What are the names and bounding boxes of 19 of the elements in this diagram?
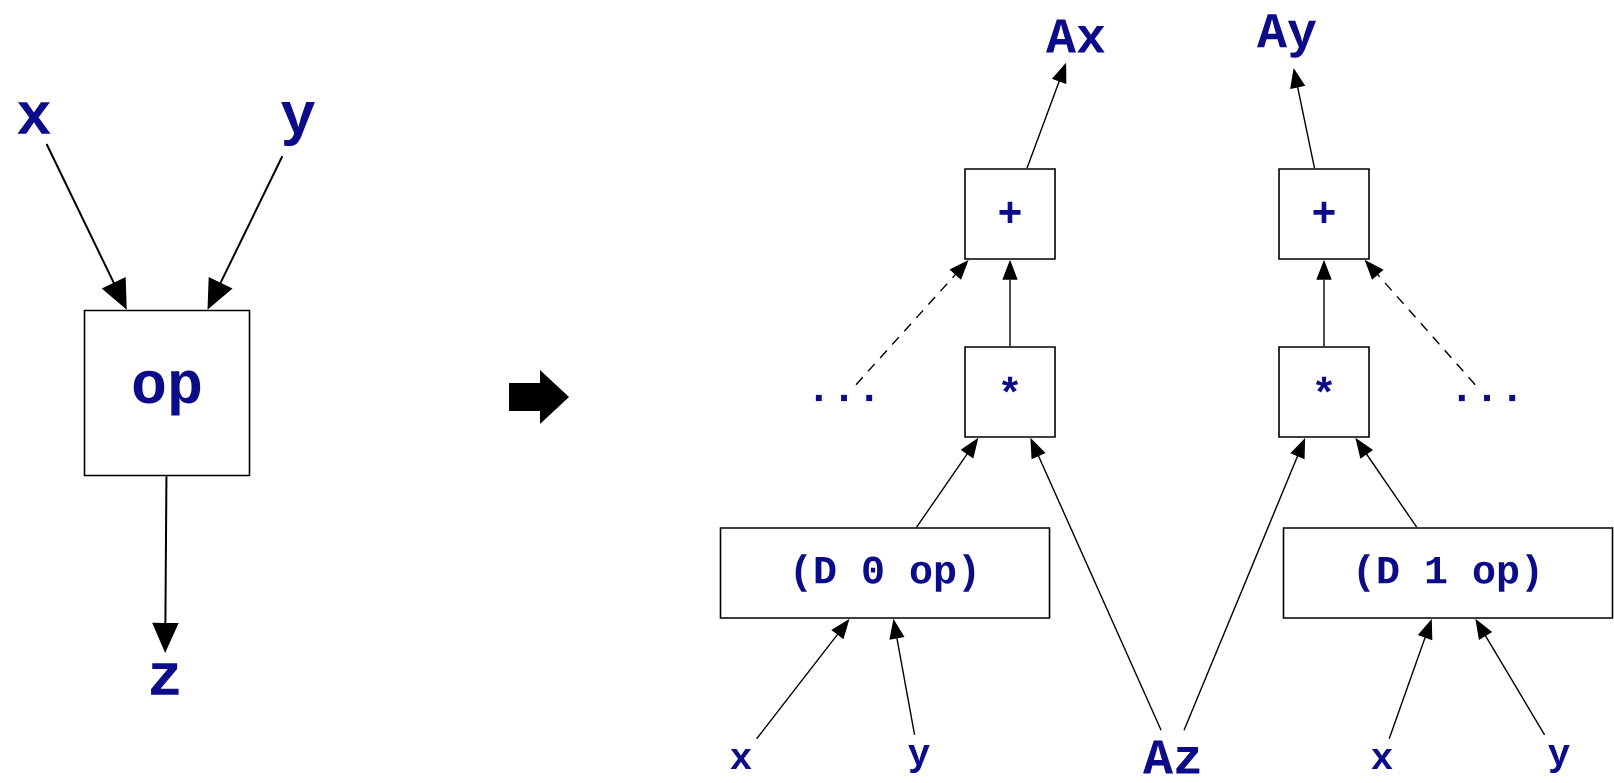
variable-label: y bbox=[1548, 745, 1570, 773]
variable-label: x bbox=[17, 102, 51, 134]
variable-label: x bbox=[1371, 748, 1393, 770]
operation-box: * bbox=[964, 346, 1056, 438]
variable-label: y bbox=[908, 745, 930, 773]
operation-box: + bbox=[964, 168, 1056, 260]
operation-box: op bbox=[83, 309, 251, 477]
operation-box: * bbox=[1278, 346, 1370, 438]
variable-label: Az bbox=[1143, 740, 1200, 774]
variable-label: y bbox=[281, 101, 315, 147]
variable-label: x bbox=[730, 748, 752, 770]
variable-label: Ax bbox=[1046, 19, 1105, 53]
operation-box: (D 1 op) bbox=[1282, 527, 1614, 619]
variable-label: ... bbox=[815, 394, 873, 402]
variable-label: z bbox=[151, 663, 179, 695]
variable-label: ... bbox=[1458, 394, 1516, 402]
variable-label: Ay bbox=[1257, 14, 1317, 58]
operation-box: (D 0 op) bbox=[719, 527, 1051, 619]
operation-box: + bbox=[1278, 168, 1370, 260]
